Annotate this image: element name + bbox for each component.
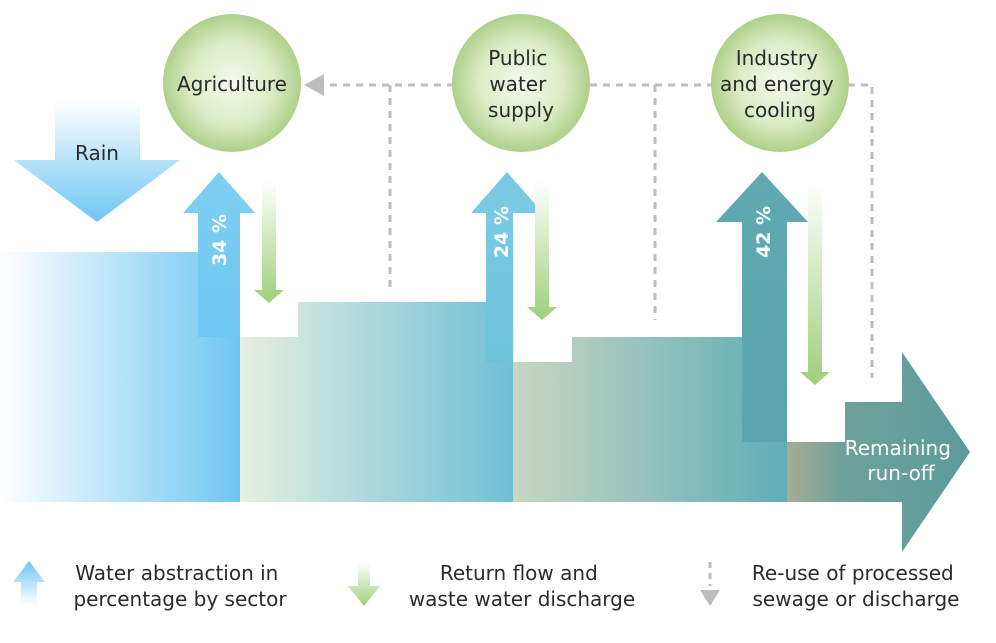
legend-return-text: Return flow and waste water discharge [409,561,635,611]
reuse-line-industry-right [848,83,874,378]
return-arrow-industry [800,180,830,385]
industry-label-line1: Industry [736,46,818,70]
legend-abstraction-icon [13,561,45,605]
public-water-label: Public water supply [488,46,554,122]
legend-return-line2: waste water discharge [409,587,635,611]
public-water-label-line1: Public [488,46,547,70]
abstraction-arrow-industry [716,172,808,442]
remaining-label-line2: run-off [867,461,935,485]
legend-return-line1: Return flow and [440,561,598,585]
public-water-circle [452,14,590,152]
abstraction-arrow-public [471,172,543,362]
industry-label: Industry and energy cooling [720,46,840,122]
return-arrow-public [527,180,557,320]
legend-abstraction-line2: percentage by sector [73,587,287,611]
legend-abstraction-text: Water abstraction in percentage by secto… [73,561,287,611]
flow-segment-remaining [787,352,970,552]
legend-reuse-icon [700,590,720,606]
reuse-arrowhead [304,74,324,96]
public-water-label-line3: supply [488,98,554,122]
pct-agriculture: 34 % [209,214,231,266]
abstraction-arrow-agriculture [183,172,255,337]
remaining-label: Remaining run-off [845,436,958,485]
legend-reuse-text: Re-use of processed sewage or discharge [752,561,960,611]
agriculture-label: Agriculture [177,72,287,96]
pct-industry: 42 % [753,206,775,258]
pct-public: 24 % [491,206,513,258]
legend: Water abstraction in percentage by secto… [13,561,960,611]
rain-label: Rain [75,141,119,165]
legend-reuse-line2: sewage or discharge [753,587,960,611]
rain-arrow [14,100,180,222]
flow-segment-agriculture [240,302,513,502]
agriculture-circle [163,14,301,152]
legend-return-icon [348,562,380,606]
industry-label-line3: cooling [744,98,816,122]
main-flow [0,252,970,552]
industry-label-line2: and energy [720,72,834,96]
remaining-label-line1: Remaining [845,436,951,460]
reuse-lines [330,83,874,378]
legend-reuse-line1: Re-use of processed [752,561,954,585]
public-water-label-line2: water [489,72,547,96]
industry-circle [711,14,849,152]
return-arrow-agriculture [254,180,284,303]
flow-segment-public [513,337,787,502]
legend-abstraction-line1: Water abstraction in [75,561,278,585]
